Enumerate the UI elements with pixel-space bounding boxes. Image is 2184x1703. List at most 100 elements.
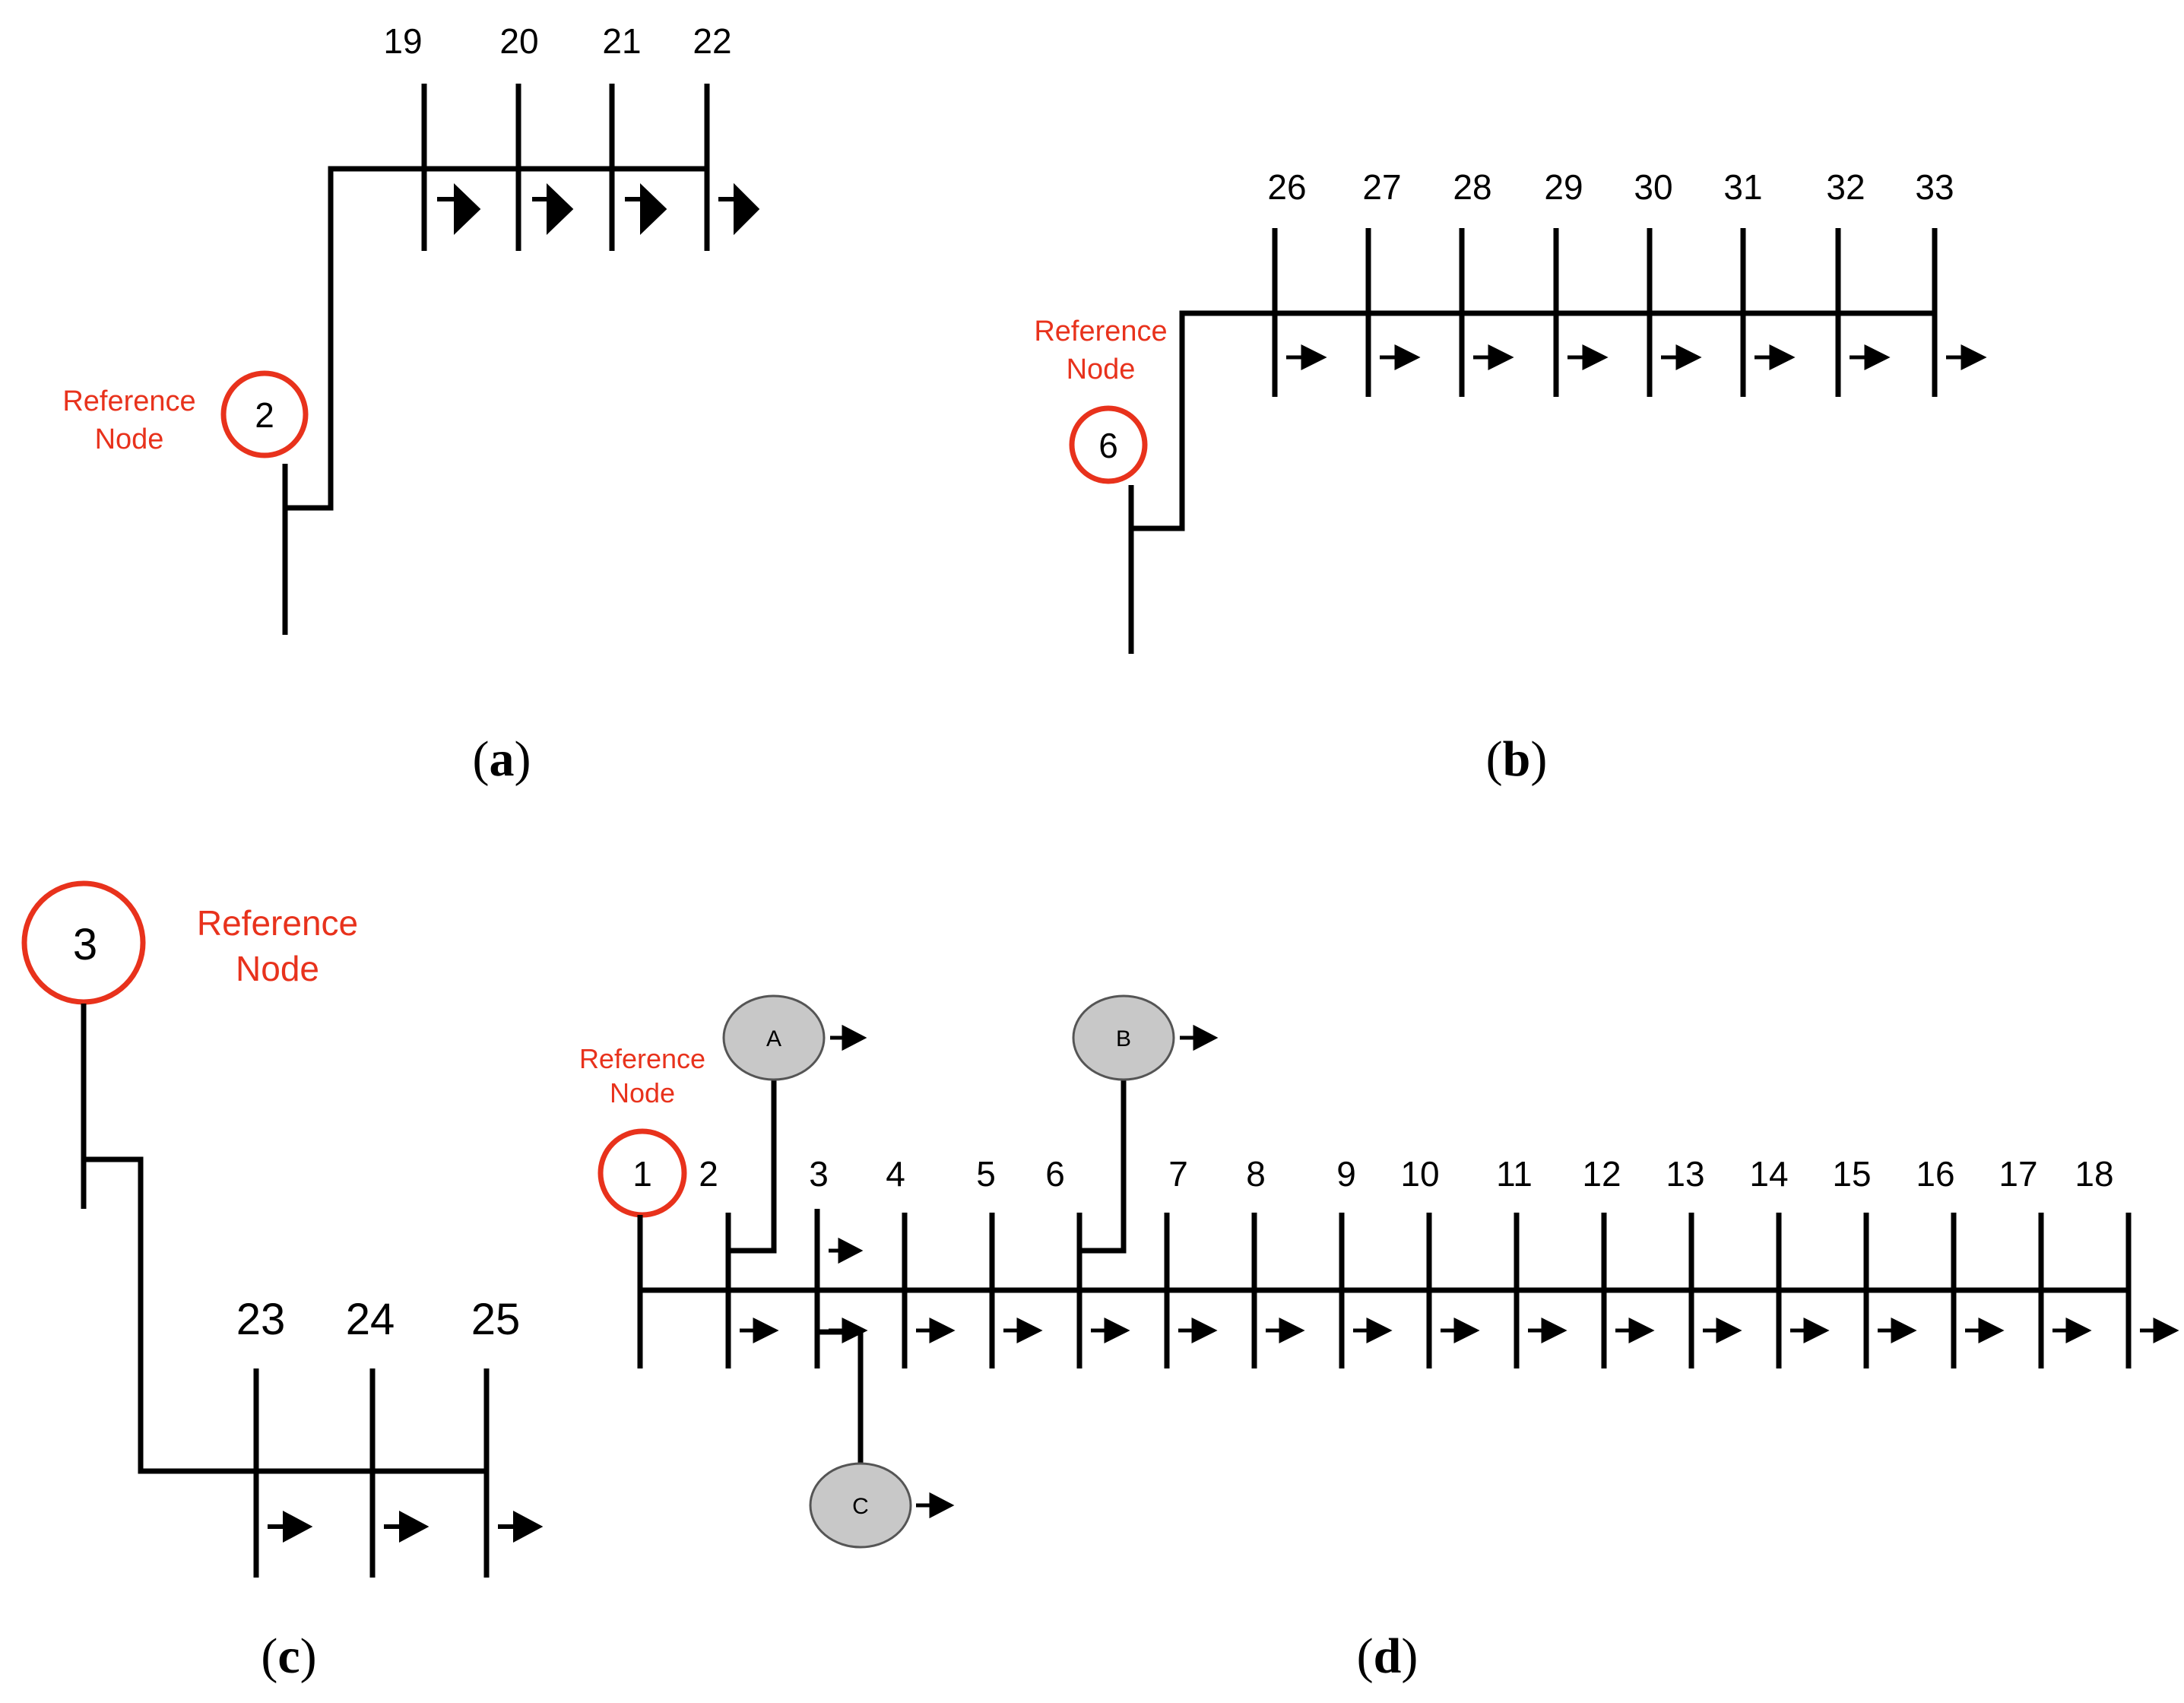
load-arrow-icon xyxy=(1567,344,1609,371)
node-bus: 24 xyxy=(346,1295,430,1578)
load-arrow-icon xyxy=(1286,344,1327,371)
node-bus: 19 xyxy=(383,21,481,251)
panel-caption: (c) xyxy=(261,1628,316,1684)
reference-node-circle xyxy=(220,370,309,458)
node-bus: 16 xyxy=(1916,1154,2005,1368)
node-bus: 26 xyxy=(1267,167,1327,397)
node-number: 2 xyxy=(699,1154,718,1194)
reference-label-line2: Node xyxy=(610,1077,675,1108)
load-arrow-icon xyxy=(1615,1317,1655,1344)
load-arrow-icon xyxy=(1528,1317,1567,1344)
panel-caption: (d) xyxy=(1357,1628,1418,1684)
node-number: 33 xyxy=(1915,167,1954,207)
panel-caption: (b) xyxy=(1486,731,1548,787)
node-bus: 8 xyxy=(1246,1154,1305,1368)
node-bus: 10 xyxy=(1400,1154,1480,1368)
load-arrow-icon xyxy=(1441,1317,1480,1344)
generator-b xyxy=(1072,994,1175,1081)
node-number: 12 xyxy=(1582,1154,1621,1194)
reference-node-number: 1 xyxy=(632,1154,652,1194)
load-arrow-icon xyxy=(1946,344,1987,371)
load-arrow-icon xyxy=(1790,1317,1830,1344)
reference-node-circle xyxy=(21,880,146,1005)
load-arrow-icon xyxy=(1754,344,1796,371)
node-number: 8 xyxy=(1246,1154,1266,1194)
reference-label-line1: Reference xyxy=(197,903,358,943)
node-number: 23 xyxy=(236,1295,286,1344)
node-number: 26 xyxy=(1267,167,1306,207)
panel-b: Reference Node 6 26 27 28 29 30 31 32 33 (b) xyxy=(1034,167,1987,787)
node-bus: 14 xyxy=(1749,1154,1830,1368)
load-arrow-icon xyxy=(1266,1317,1305,1344)
node-number: 28 xyxy=(1453,167,1491,207)
node-bus: 7 xyxy=(1164,1154,1218,1368)
node-number: 32 xyxy=(1826,167,1865,207)
load-arrow-icon xyxy=(1091,1317,1130,1344)
node-bus: 2 xyxy=(699,1154,779,1368)
node-bus: 6 xyxy=(1045,1154,1130,1368)
node-number: 16 xyxy=(1916,1154,1954,1194)
node-number: 25 xyxy=(471,1295,521,1344)
node-number: 29 xyxy=(1544,167,1583,207)
node-number: 9 xyxy=(1336,1154,1356,1194)
node-bus: 18 xyxy=(2075,1154,2179,1368)
reference-node-number: 3 xyxy=(73,920,97,969)
node-bus: 33 xyxy=(1915,167,1987,397)
node-number: 31 xyxy=(1723,167,1762,207)
node-bus: 21 xyxy=(602,21,667,251)
feeder-line xyxy=(84,1156,487,1474)
load-arrow-icon xyxy=(2052,1317,2092,1344)
load-arrow-icon xyxy=(532,182,574,236)
reference-label-line1: Reference xyxy=(1034,316,1167,347)
load-arrow-icon xyxy=(2140,1317,2179,1344)
node-number: 30 xyxy=(1634,167,1672,207)
node-number: 21 xyxy=(602,21,641,61)
node-bus: 5 xyxy=(976,1154,1043,1368)
node-number: 10 xyxy=(1400,1154,1439,1194)
generator-label: B xyxy=(1116,1026,1131,1051)
reference-label-line1: Reference xyxy=(579,1043,705,1074)
reference-node-number: 2 xyxy=(255,395,274,435)
node-number: 15 xyxy=(1832,1154,1871,1194)
node-bus: 32 xyxy=(1826,167,1891,397)
load-arrow-icon xyxy=(1353,1317,1393,1344)
load-arrow-icon xyxy=(1003,1317,1043,1344)
reference-label-line2: Node xyxy=(236,949,319,988)
node-bus: 17 xyxy=(1999,1154,2092,1368)
load-arrow-icon xyxy=(1178,1317,1218,1344)
generator-c-link xyxy=(817,1329,864,1467)
reference-label-line2: Node xyxy=(1067,354,1136,385)
node-bus: 13 xyxy=(1666,1154,1742,1368)
reference-node-number: 6 xyxy=(1098,426,1118,465)
node-bus: 20 xyxy=(499,21,574,251)
load-arrow-icon xyxy=(916,1317,956,1344)
load-arrow-icon xyxy=(498,1511,544,1543)
node-bus: 4 xyxy=(886,1154,956,1368)
node-number: 18 xyxy=(2075,1154,2113,1194)
load-arrow-icon xyxy=(916,1492,955,1519)
node-bus: 29 xyxy=(1544,167,1609,397)
load-arrow-icon xyxy=(829,1237,864,1264)
reference-label-line1: Reference xyxy=(62,385,195,417)
node-number: 6 xyxy=(1045,1154,1065,1194)
load-arrow-icon xyxy=(625,182,667,236)
load-arrow-icon xyxy=(718,182,760,236)
node-bus: 23 xyxy=(236,1295,313,1578)
node-bus: 22 xyxy=(693,21,760,251)
load-arrow-icon xyxy=(1703,1317,1742,1344)
load-arrow-icon xyxy=(1473,344,1514,371)
node-bus: 12 xyxy=(1582,1154,1655,1368)
node-bus: 30 xyxy=(1634,167,1702,397)
generator-c xyxy=(809,1462,912,1549)
node-number: 14 xyxy=(1749,1154,1788,1194)
reference-node-circle xyxy=(1069,405,1148,484)
node-number: 11 xyxy=(1496,1154,1533,1194)
node-bus: 27 xyxy=(1362,167,1421,397)
node-number: 27 xyxy=(1362,167,1401,207)
node-bus: 3 xyxy=(809,1154,868,1368)
generator-a-link xyxy=(730,1068,777,1254)
panel-caption: (a) xyxy=(473,731,531,787)
generator-label: A xyxy=(766,1026,781,1051)
node-number: 24 xyxy=(346,1295,395,1344)
